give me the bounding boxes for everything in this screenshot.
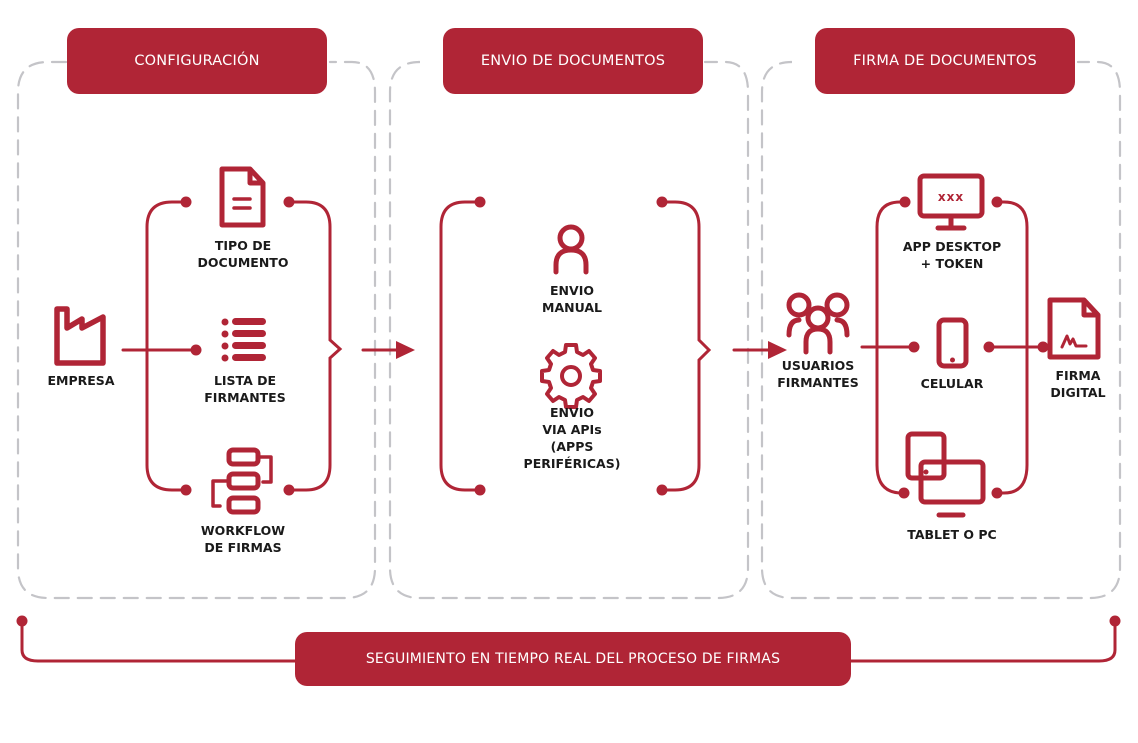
gear-icon-center (560, 365, 582, 387)
node-dot (1037, 341, 1049, 353)
workflow-icon-box (226, 471, 261, 491)
node-dot (474, 484, 486, 496)
node-dot (899, 196, 911, 208)
label-tablet-pc: TABLET O PC (907, 526, 996, 543)
node-dot (180, 196, 192, 208)
label-line: PERIFÉRICAS) (523, 456, 621, 471)
section-frame-firma (760, 60, 1122, 600)
label-line: MANUAL (542, 300, 602, 315)
signed-document-icon (1047, 297, 1101, 360)
list-icon (221, 318, 266, 362)
label-line: (APPS (550, 439, 594, 454)
label-line: USUARIOS (781, 358, 855, 373)
footer-line-left (20, 620, 302, 663)
bracket-left-envio (439, 200, 482, 492)
label-line: TIPO DE (214, 238, 272, 253)
node-dot (180, 484, 192, 496)
node-dot (1109, 615, 1121, 627)
bracket-right-envio (660, 200, 712, 492)
label-line: WORKFLOW (200, 523, 286, 538)
node-dot (656, 484, 668, 496)
label-tipo-documento: TIPO DE DOCUMENTO (198, 237, 289, 271)
node-dot (983, 341, 995, 353)
label-line: ENVIO (550, 283, 594, 298)
factory-icon (54, 306, 106, 366)
users-group-icon-body (786, 317, 850, 355)
node-dot (190, 344, 202, 356)
node-dot (908, 341, 920, 353)
node-dot (283, 196, 295, 208)
section-title-configuracion: CONFIGURACIÓN (67, 28, 327, 94)
user-icon-body (553, 247, 589, 275)
node-dot (898, 487, 910, 499)
gear-icon (540, 343, 602, 409)
label-line: TABLET O PC (907, 527, 997, 542)
label-line: FIRMANTES (777, 375, 859, 390)
workflow-icon (226, 447, 261, 467)
label-line: DE FIRMAS (204, 540, 282, 555)
node-dot (991, 487, 1003, 499)
node-dot (474, 196, 486, 208)
node-dot (991, 196, 1003, 208)
section-title-envio: ENVIO DE DOCUMENTOS (443, 28, 703, 94)
tablet-pc-icon (905, 431, 947, 481)
label-line: FIRMANTES (204, 390, 286, 405)
label-line: CELULAR (920, 376, 984, 391)
label-workflow-firmas: WORKFLOW DE FIRMAS (201, 522, 285, 556)
label-line: APP DESKTOP (902, 239, 1002, 254)
label-line: DIGITAL (1050, 385, 1106, 400)
node-dot (656, 196, 668, 208)
user-icon (557, 224, 585, 252)
label-line: + TOKEN (920, 256, 984, 271)
label-app-desktop: APP DESKTOP + TOKEN (903, 238, 1001, 272)
section-frame-configuracion (16, 60, 377, 600)
bracket-left-configuracion (145, 200, 188, 492)
tablet-pc-icon-button (923, 469, 929, 475)
arrow-2-head (768, 341, 787, 359)
mobile-phone-icon-button (950, 357, 955, 363)
users-group-icon (786, 292, 812, 318)
desktop-screen-text: xxx (938, 190, 964, 204)
label-line: FIRMA (1055, 368, 1101, 383)
label-usuarios-firmantes: USUARIOS FIRMANTES (777, 357, 858, 391)
tablet-pc-icon-monitor (918, 459, 986, 505)
workflow-icon-connector (211, 479, 231, 508)
bracket-right-configuracion (287, 200, 343, 492)
label-lista-firmantes: LISTA DE FIRMANTES (204, 372, 285, 406)
label-line: ENVIO (550, 405, 594, 420)
arrow-1-head (396, 341, 415, 359)
label-line: LISTA DE (213, 373, 277, 388)
footer-tracking-banner: SEGUIMIENTO EN TIEMPO REAL DEL PROCESO D… (295, 632, 851, 686)
label-envio-apis: ENVIO VIA APIs (APPS PERIFÉRICAS) (524, 404, 621, 472)
section-frame-envio (388, 60, 750, 600)
label-empresa: EMPRESA (48, 372, 115, 389)
section-title-firma: FIRMA DE DOCUMENTOS (815, 28, 1075, 94)
footer-line-right (848, 620, 1117, 663)
node-dot (283, 484, 295, 496)
workflow-icon-box (226, 495, 261, 515)
users-group-icon-head (824, 292, 850, 318)
workflow-icon-connector (256, 455, 273, 484)
document-icon (219, 166, 266, 228)
node-dot (16, 615, 28, 627)
label-envio-manual: ENVIO MANUAL (542, 282, 602, 316)
label-line: EMPRESA (47, 373, 115, 388)
signed-document-icon-signature (1060, 334, 1088, 349)
label-line: DOCUMENTO (197, 255, 289, 270)
label-firma-digital: FIRMA DIGITAL (1050, 367, 1105, 401)
mobile-phone-icon (936, 317, 969, 369)
label-celular: CELULAR (921, 375, 984, 392)
users-group-icon-head (805, 305, 831, 331)
label-line: VIA APIs (542, 422, 602, 437)
